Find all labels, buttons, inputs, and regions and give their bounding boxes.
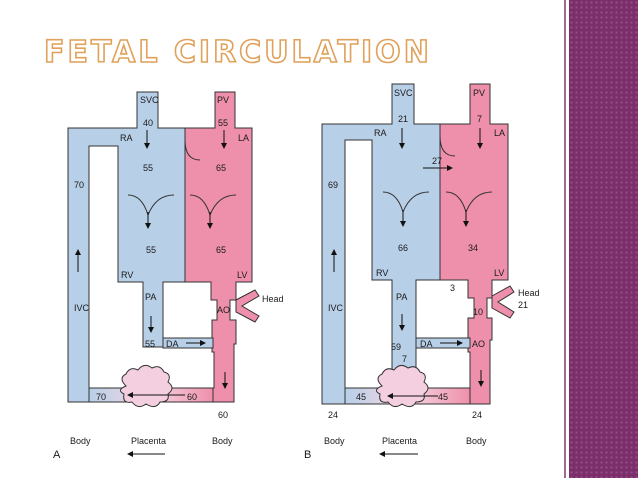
panel-b-ivc-label: IVC bbox=[328, 303, 344, 313]
panel-a-da-label: DA bbox=[166, 339, 179, 349]
panel-a-la-value: 65 bbox=[216, 163, 226, 173]
panel-b-da-value: 7 bbox=[402, 354, 407, 364]
panel-b-arrows bbox=[331, 128, 484, 457]
panel-b-placenta-in-value: 45 bbox=[438, 392, 448, 402]
panel-a-labels: SVC PV 40 55 RA LA 55 65 70 55 65 RV LV … bbox=[53, 95, 284, 461]
panel-a-lv-label: LV bbox=[237, 270, 247, 280]
panel-a-letter: A bbox=[53, 449, 61, 461]
panel-a-placenta-in-value: 60 bbox=[187, 392, 197, 402]
panel-b-placenta-label: Placenta bbox=[382, 436, 417, 446]
panel-b-placenta bbox=[376, 364, 429, 408]
panel-a-arrows bbox=[75, 130, 228, 457]
panel-b-body-left: Body bbox=[324, 436, 345, 446]
panel-a-lv-value: 65 bbox=[216, 245, 226, 255]
panel-a-placenta bbox=[120, 364, 173, 408]
panel-b-ivc-bottom-value: 24 bbox=[328, 410, 338, 420]
panel-a-desc-aorta-value: 60 bbox=[218, 410, 228, 420]
panel-b-letter: B bbox=[304, 449, 311, 461]
panel-b-lv-value: 34 bbox=[468, 243, 478, 253]
panel-b-pa-label: PA bbox=[396, 292, 407, 302]
panel-b-placenta-out-value: 45 bbox=[356, 392, 366, 402]
panel-b-coronary-value: 3 bbox=[450, 283, 455, 293]
panel-b-rv-value: 66 bbox=[398, 243, 408, 253]
panel-b-lv-label: LV bbox=[494, 268, 504, 278]
panel-a-ao-label: AO bbox=[217, 305, 230, 315]
panel-b-da-label: DA bbox=[420, 339, 433, 349]
panel-a-pa-label: PA bbox=[145, 292, 156, 302]
panel-b-rv-label: RV bbox=[376, 268, 388, 278]
panel-b-svc-label: SVC bbox=[394, 88, 413, 98]
panel-b-la-label: LA bbox=[494, 128, 505, 138]
panel-b-ivc-value: 69 bbox=[328, 180, 338, 190]
panel-a-pa-value: 55 bbox=[145, 339, 155, 349]
panel-b-head-label: Head bbox=[518, 288, 540, 298]
panel-b-desc-aorta-value: 24 bbox=[472, 410, 482, 420]
panel-b-pv-value: 7 bbox=[477, 114, 482, 124]
panel-a-la-label: LA bbox=[238, 133, 249, 143]
panel-a-head-branch bbox=[235, 289, 260, 323]
panel-a-pv-label: PV bbox=[217, 95, 229, 105]
panel-b-pa-value: 59 bbox=[391, 342, 401, 352]
side-divider bbox=[564, 0, 566, 478]
panel-a-ra-label: RA bbox=[120, 133, 133, 143]
panel-b-ra-label: RA bbox=[374, 128, 387, 138]
panel-a-body-right: Body bbox=[212, 436, 233, 446]
panel-a-ivc-value: 70 bbox=[74, 180, 84, 190]
panel-a-head-label: Head bbox=[262, 294, 284, 304]
panel-b-head-value: 21 bbox=[518, 300, 528, 310]
panel-a-ivc-label: IVC bbox=[74, 303, 90, 313]
panel-a-rv-label: RV bbox=[121, 270, 133, 280]
panel-b-shunt-value: 27 bbox=[432, 156, 442, 166]
panel-a-ra-value: 55 bbox=[143, 163, 153, 173]
panel-b-body-right: Body bbox=[466, 436, 487, 446]
panel-a bbox=[67, 91, 260, 408]
panel-b-head-branch bbox=[491, 285, 515, 319]
slide-title: Fetal Circulation bbox=[43, 35, 432, 70]
panel-b-ao-label: AO bbox=[472, 339, 485, 349]
panel-b-arch-value: 10 bbox=[473, 307, 483, 317]
panel-b-labels: SVC PV 21 7 RA LA 27 69 66 34 RV LV 3 He… bbox=[304, 88, 540, 461]
panel-a-placenta-label: Placenta bbox=[131, 436, 166, 446]
panel-a-body-left: Body bbox=[70, 436, 91, 446]
panel-a-pv-value: 55 bbox=[218, 118, 228, 128]
panel-a-svc-value: 40 bbox=[143, 118, 153, 128]
panel-a-rv-value: 55 bbox=[146, 245, 156, 255]
decorative-side-band bbox=[569, 0, 638, 478]
panel-b-pv-label: PV bbox=[473, 88, 485, 98]
panel-a-svc-label: SVC bbox=[140, 95, 159, 105]
panel-b bbox=[321, 83, 515, 408]
panel-b-svc-value: 21 bbox=[398, 114, 408, 124]
panel-a-placenta-out-value: 70 bbox=[96, 392, 106, 402]
